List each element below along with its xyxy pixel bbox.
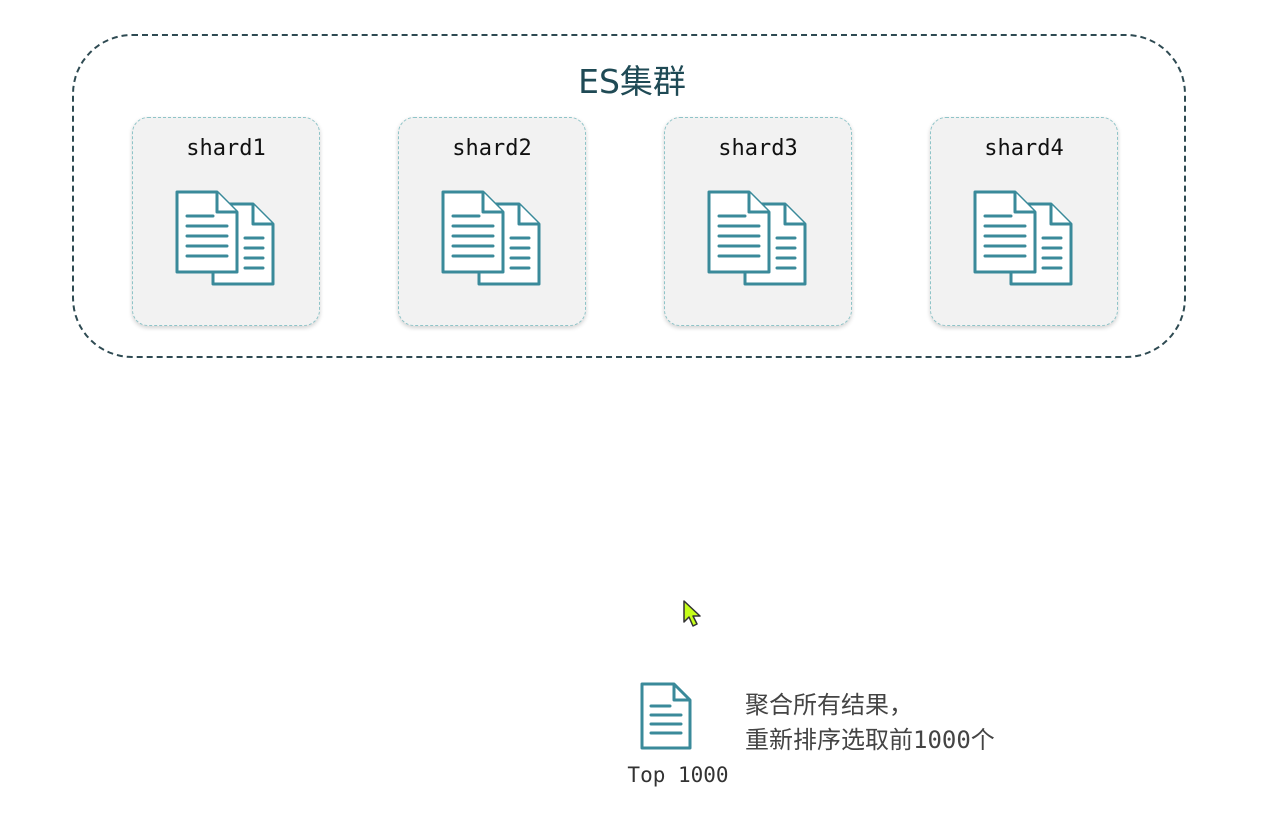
result-label: Top 1000: [627, 763, 729, 787]
mouse-cursor-icon: [683, 600, 701, 627]
documents-icon: [707, 190, 807, 286]
shard-box-2: shard2: [398, 117, 586, 326]
note-line-2: 重新排序选取前1000个: [745, 726, 995, 754]
shard-box-3: shard3: [664, 117, 852, 326]
document-icon: [640, 682, 692, 750]
shard-box-1: shard1: [132, 117, 320, 326]
shard-label: shard3: [718, 136, 798, 161]
result-note: 聚合所有结果， 重新排序选取前1000个: [745, 688, 995, 758]
shard-label: shard1: [186, 136, 266, 161]
documents-icon: [973, 190, 1073, 286]
documents-icon: [441, 190, 541, 286]
shard-box-4: shard4: [930, 117, 1118, 326]
shard-label: shard4: [984, 136, 1064, 161]
documents-icon: [175, 190, 275, 286]
shard-label: shard2: [452, 136, 532, 161]
cluster-title: ES集群: [578, 62, 686, 101]
es-cluster-boundary: [72, 34, 1186, 358]
note-line-1: 聚合所有结果，: [745, 691, 913, 719]
